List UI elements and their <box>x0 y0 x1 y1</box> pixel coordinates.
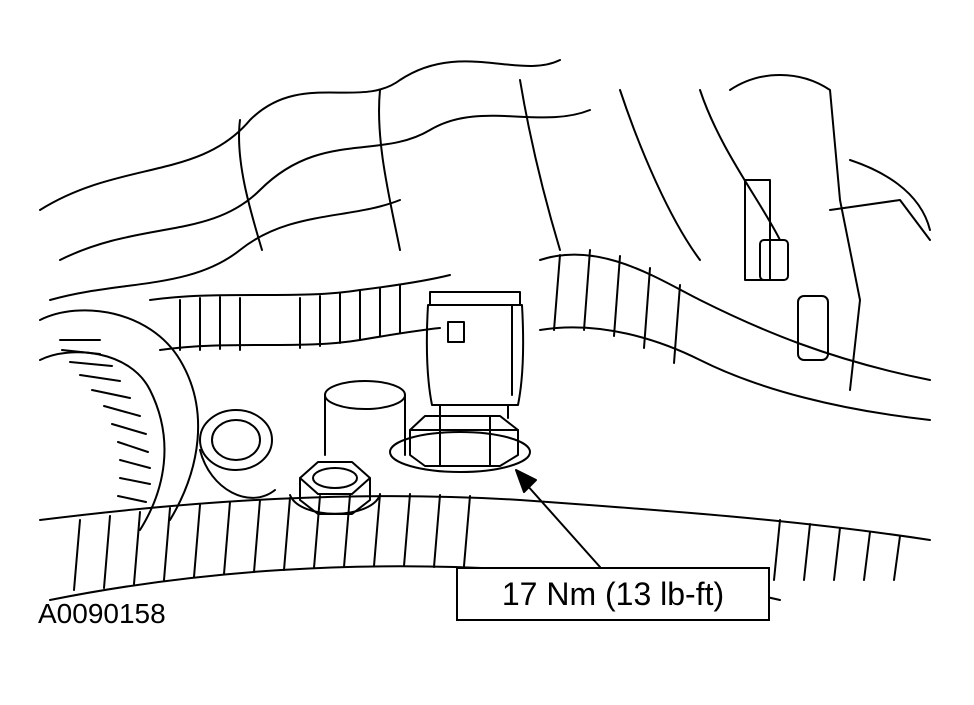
torque-specification-callout: 17 Nm (13 lb-ft) <box>456 567 770 621</box>
corrugated-cable-left <box>39 309 200 531</box>
sensor-hex-nut <box>409 415 519 467</box>
callout-leader-arrow <box>515 469 601 568</box>
corrugated-cable-center <box>149 274 451 351</box>
grommet-fitting <box>199 409 276 499</box>
mounting-bracket <box>729 74 931 391</box>
upper-harness-sheaths <box>39 59 781 301</box>
hex-bolt <box>289 461 381 515</box>
sensor-boss <box>324 380 531 473</box>
torque-label: 17 Nm (13 lb-ft) <box>501 575 725 612</box>
pressure-sensor <box>409 291 525 467</box>
figure-id-label: A0090158 <box>38 598 166 629</box>
corrugated-cable-right <box>539 249 931 421</box>
